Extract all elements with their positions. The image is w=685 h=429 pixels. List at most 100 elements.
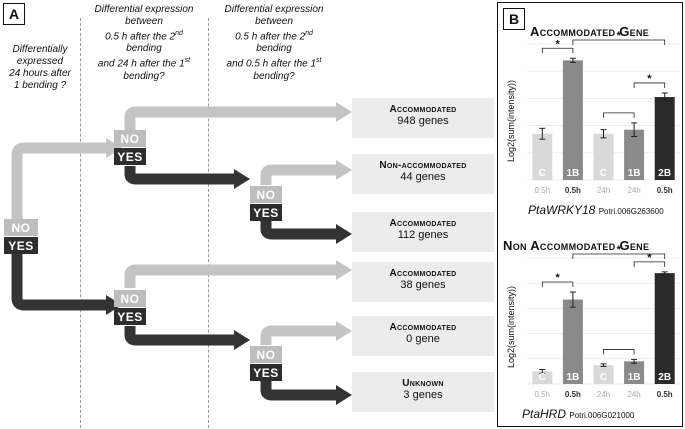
time-label: 0.5h: [535, 390, 551, 399]
arrow-no: [260, 164, 338, 185]
gene-symbol: PtaWRKY18: [528, 203, 596, 217]
no-label: NO: [114, 130, 146, 147]
result-genes: 0 gene: [406, 333, 440, 345]
question-3-line: bending?: [253, 70, 295, 82]
result-box: Accommodated 948 genes: [352, 98, 494, 138]
bar-label: 1B: [628, 372, 641, 383]
bar-label: 1B: [567, 372, 580, 383]
result-title: Accommodated: [389, 268, 457, 279]
arrow-yes: [124, 326, 236, 346]
significance-star: *: [555, 38, 560, 50]
significance-bracket: [572, 253, 666, 259]
bar: [593, 365, 614, 384]
panel-b-frame: [497, 2, 683, 427]
bar: [654, 273, 675, 384]
arrow-yes-head: [336, 385, 352, 405]
time-label: 24h: [597, 390, 610, 399]
result-genes: 112 genes: [397, 229, 449, 241]
divider-2: [208, 18, 209, 428]
bar-label: 2B: [658, 168, 671, 179]
question-2-line: 0.5 h after the 2nd: [105, 30, 183, 43]
arrow-yes-head: [336, 224, 352, 244]
arrow-yes: [260, 220, 338, 240]
bar-label: 1B: [628, 168, 641, 179]
bar-label: 1B: [567, 168, 580, 179]
arrow-yes: [11, 253, 108, 311]
question-2-line: bending?: [123, 70, 165, 82]
question-2-line: Differential expression: [94, 4, 194, 15]
result-title: Accommodated: [389, 322, 457, 333]
time-label: 0.5h: [535, 186, 551, 195]
question-3-line: 0.5 h after the 2nd: [235, 30, 313, 43]
time-label: 24h: [627, 390, 640, 399]
result-title: Non-accommodated: [379, 160, 467, 171]
arrow-no: [124, 264, 338, 288]
question-1-line: 1 bending ?: [13, 80, 67, 91]
bar: [562, 60, 583, 180]
time-label: 0.5h: [565, 186, 581, 195]
no-label: NO: [114, 290, 146, 307]
bar: [624, 361, 645, 384]
no-label: NO: [250, 186, 282, 203]
bar: [562, 299, 583, 384]
bar: [624, 129, 645, 180]
result-genes: 948 genes: [397, 115, 449, 127]
result-box: Accommodated 0 gene: [352, 316, 494, 356]
bar-label: C: [600, 372, 607, 383]
arrow-no-head: [336, 160, 352, 180]
result-box: Non-accommodated 44 genes: [352, 154, 494, 194]
panel-b-label: B: [503, 8, 525, 30]
panel-a-label: A: [3, 3, 25, 25]
result-box: Unknown 3 genes: [352, 372, 494, 412]
significance-star: *: [647, 252, 652, 264]
time-label: 24h: [597, 186, 610, 195]
bar: [654, 97, 675, 180]
arrow-yes-head: [234, 330, 250, 350]
result-genes: 38 genes: [400, 279, 446, 291]
yes-label: YES: [250, 364, 282, 381]
gene-name: PtaWRKY18 Potri.006G263600: [528, 203, 664, 217]
significance-bracket: [541, 281, 574, 288]
arrow-no-head: [336, 102, 352, 122]
arrow-no-head: [336, 321, 352, 341]
chart-title: Non Accommodated Gene: [503, 238, 650, 253]
significance-bracket: [633, 261, 666, 267]
no-label: NO: [4, 219, 38, 236]
arrow-yes-head: [234, 169, 250, 189]
result-box: Accommodated 112 genes: [352, 212, 494, 252]
significance-bracket: [603, 112, 635, 118]
arrow-no: [260, 325, 338, 345]
bar-label: C: [539, 372, 546, 383]
result-title: Accommodated: [389, 218, 457, 229]
question-1: Differentially expressed 24 hours after …: [0, 44, 80, 92]
arrow-no: [124, 106, 338, 130]
question-3-line: and 0.5 h after the 1st: [226, 57, 322, 70]
significance-star: *: [647, 73, 652, 85]
yes-label: YES: [114, 148, 146, 165]
significance-star: *: [617, 30, 622, 42]
bar-label: C: [600, 168, 607, 179]
result-title: Unknown: [402, 378, 444, 389]
arrow-yes: [124, 166, 236, 185]
yes-label: YES: [114, 308, 146, 325]
yes-label: YES: [250, 204, 282, 221]
gene-id: Potri.006G263600: [598, 207, 664, 216]
question-3-line: between: [255, 16, 293, 27]
question-1-line: expressed: [16, 56, 64, 67]
bar: [532, 371, 553, 384]
arrow-no-head: [336, 260, 352, 280]
question-2-line: bending: [126, 43, 162, 55]
bar: [593, 133, 614, 180]
question-2-line: and 24 h after the 1st: [97, 57, 191, 70]
question-3-line: Differential expression: [224, 4, 324, 15]
question-3: Differential expression between 0.5 h af…: [208, 4, 340, 83]
divider-1: [80, 18, 81, 428]
significance-star: *: [617, 244, 622, 256]
result-title: Accommodated: [389, 104, 457, 115]
question-1-line: 24 hours after: [9, 68, 71, 79]
bar-label: 2B: [658, 372, 671, 383]
yes-label: YES: [4, 237, 38, 254]
time-label: 24h: [627, 186, 640, 195]
bar: [532, 133, 553, 180]
